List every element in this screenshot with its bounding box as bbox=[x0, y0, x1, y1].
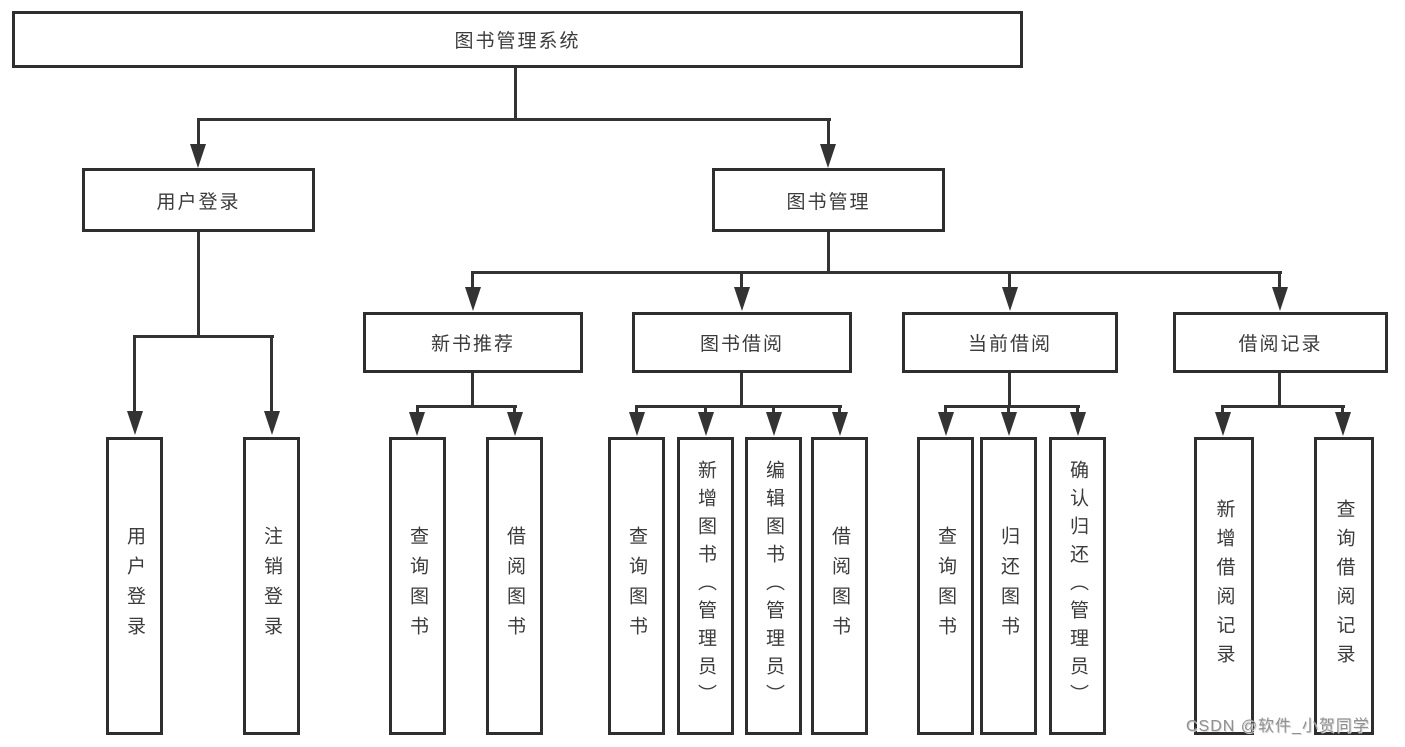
leaf-borrowing-query-books-label: 查询图书 bbox=[626, 526, 647, 646]
connector-current-stem bbox=[1008, 371, 1011, 408]
node-borrow-records: 借阅记录 bbox=[1173, 312, 1388, 373]
arrowhead-leaf bbox=[832, 412, 848, 436]
node-book-management: 图书管理 bbox=[712, 168, 945, 232]
connector-new-book-hline bbox=[416, 405, 517, 408]
arrowhead-leaf bbox=[698, 412, 714, 436]
connector-root-stem bbox=[514, 66, 517, 120]
arrowhead-leaf bbox=[507, 412, 523, 436]
leaf-current-query-books-label: 查询图书 bbox=[935, 526, 956, 646]
connector-new-book-stem bbox=[471, 371, 474, 408]
connector-leaf-stub bbox=[513, 405, 516, 414]
connector-user-login-stem bbox=[197, 230, 200, 338]
leaf-current-confirm-return-admin-label: 确认归还（管理员） bbox=[1067, 460, 1088, 712]
arrowhead-current-borrowing bbox=[1002, 287, 1018, 311]
connector-level2-hline bbox=[197, 118, 831, 121]
connector-user-login-stub-left bbox=[133, 335, 136, 414]
connector-level3-stub-2 bbox=[740, 271, 743, 291]
arrowhead-leaf bbox=[1070, 412, 1086, 436]
node-current-borrowing: 当前借阅 bbox=[902, 312, 1118, 373]
leaf-borrowing-edit-books-admin-label: 编辑图书（管理员） bbox=[763, 460, 784, 712]
node-user-login: 用户登录 bbox=[82, 168, 315, 232]
leaf-current-return-books-label: 归还图书 bbox=[998, 526, 1019, 646]
leaf-user-login-label: 用户登录 bbox=[124, 526, 145, 646]
leaf-records-query-borrow-record: 查询借阅记录 bbox=[1314, 437, 1374, 735]
leaf-user-login: 用户登录 bbox=[106, 437, 163, 735]
leaf-records-query-borrow-record-label: 查询借阅记录 bbox=[1333, 499, 1355, 673]
arrowhead-leaf bbox=[766, 412, 782, 436]
leaf-new-book-query-books: 查询图书 bbox=[389, 437, 446, 735]
node-root-label: 图书管理系统 bbox=[454, 31, 581, 52]
connector-leaf-stub bbox=[635, 405, 638, 414]
arrowhead-leaf bbox=[409, 412, 425, 436]
arrowhead-leaf bbox=[938, 412, 954, 436]
leaf-logout-label: 注销登录 bbox=[261, 526, 282, 646]
leaf-borrowing-borrow-books: 借阅图书 bbox=[811, 437, 868, 735]
arrowhead-new-book-recommend bbox=[465, 287, 481, 311]
leaf-current-return-books: 归还图书 bbox=[980, 437, 1037, 735]
leaf-borrowing-add-books-admin: 新增图书（管理员） bbox=[677, 437, 734, 735]
connector-borrowing-stem bbox=[740, 371, 743, 408]
node-book-management-label: 图书管理 bbox=[786, 191, 871, 213]
leaf-logout: 注销登录 bbox=[243, 437, 300, 735]
node-user-login-label: 用户登录 bbox=[156, 191, 241, 213]
node-root: 图书管理系统 bbox=[12, 11, 1023, 68]
leaf-records-add-borrow-record: 新增借阅记录 bbox=[1194, 437, 1254, 735]
node-new-book-recommend: 新书推荐 bbox=[363, 312, 583, 373]
leaf-borrowing-borrow-books-label: 借阅图书 bbox=[829, 526, 850, 646]
connector-leaf-stub bbox=[944, 405, 947, 414]
node-book-borrowing-label: 图书借阅 bbox=[699, 334, 784, 355]
connector-leaf-stub bbox=[838, 405, 841, 414]
connector-records-stem bbox=[1278, 371, 1281, 408]
arrowhead-leaf bbox=[1001, 412, 1017, 436]
connector-leaf-stub bbox=[1221, 405, 1224, 414]
connector-level3-hline bbox=[471, 271, 1282, 274]
leaf-new-book-borrow-books: 借阅图书 bbox=[486, 437, 543, 735]
arrowhead-book-management bbox=[820, 144, 836, 168]
arrowhead-leaf-user-login bbox=[127, 411, 143, 435]
leaf-new-book-borrow-books-label: 借阅图书 bbox=[504, 526, 525, 646]
connector-level3-stub-3 bbox=[1008, 271, 1011, 291]
connector-leaf-stub bbox=[704, 405, 707, 414]
connector-records-hline bbox=[1221, 405, 1345, 408]
connector-leaf-stub bbox=[1076, 405, 1079, 414]
connector-current-hline bbox=[944, 405, 1080, 408]
leaf-borrowing-query-books: 查询图书 bbox=[608, 437, 665, 735]
connector-level2-stub-left bbox=[197, 118, 200, 148]
arrowhead-leaf bbox=[1215, 412, 1231, 436]
leaf-borrowing-edit-books-admin: 编辑图书（管理员） bbox=[745, 437, 802, 735]
connector-leaf-stub bbox=[1007, 405, 1010, 414]
connector-level2-stub-right bbox=[827, 118, 830, 148]
leaf-borrowing-add-books-admin-label: 新增图书（管理员） bbox=[695, 460, 716, 712]
node-book-borrowing: 图书借阅 bbox=[632, 312, 852, 373]
arrowhead-leaf-logout bbox=[264, 411, 280, 435]
csdn-watermark: CSDN @软件_小贺同学 bbox=[1186, 718, 1370, 735]
connector-level3-stub-4 bbox=[1278, 271, 1281, 291]
connector-leaf-stub bbox=[1341, 405, 1344, 414]
node-borrow-records-label: 借阅记录 bbox=[1238, 334, 1323, 355]
arrowhead-leaf bbox=[629, 412, 645, 436]
connector-book-management-stem bbox=[827, 230, 830, 274]
connector-user-login-hline bbox=[133, 335, 274, 338]
connector-level3-stub-1 bbox=[471, 271, 474, 291]
connector-user-login-stub-right bbox=[270, 335, 273, 414]
arrowhead-leaf bbox=[1335, 412, 1351, 436]
leaf-current-confirm-return-admin: 确认归还（管理员） bbox=[1049, 437, 1106, 735]
connector-leaf-stub bbox=[772, 405, 775, 414]
leaf-records-add-borrow-record-label: 新增借阅记录 bbox=[1213, 499, 1235, 673]
arrowhead-user-login bbox=[190, 144, 206, 168]
connector-leaf-stub bbox=[416, 405, 419, 414]
connector-borrowing-hline bbox=[635, 405, 842, 408]
arrowhead-book-borrowing bbox=[734, 287, 750, 311]
leaf-current-query-books: 查询图书 bbox=[917, 437, 974, 735]
leaf-new-book-query-books-label: 查询图书 bbox=[407, 526, 428, 646]
arrowhead-borrow-records bbox=[1272, 287, 1288, 311]
node-current-borrowing-label: 当前借阅 bbox=[967, 334, 1052, 355]
node-new-book-recommend-label: 新书推荐 bbox=[430, 334, 515, 355]
